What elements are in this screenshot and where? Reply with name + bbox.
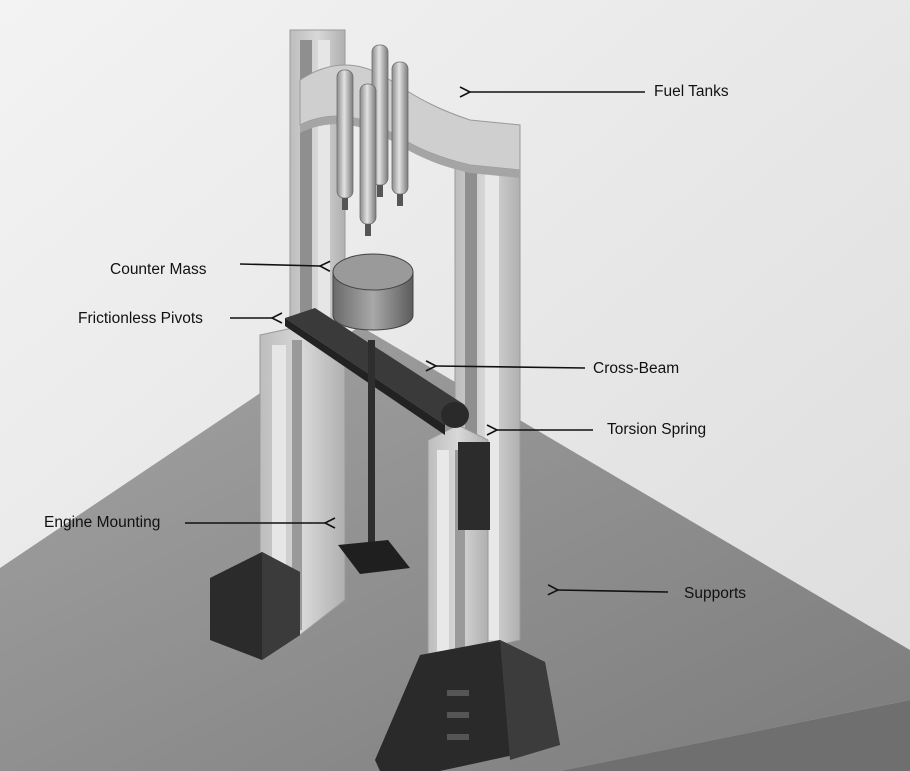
torsion-spring xyxy=(441,402,490,530)
engine-mounting xyxy=(338,340,410,574)
arrow-supports xyxy=(558,590,669,592)
label-counter-mass: Counter Mass xyxy=(110,261,207,278)
label-fuel-tanks: Fuel Tanks xyxy=(654,83,729,100)
supports xyxy=(210,552,560,771)
annotation-arrows xyxy=(185,92,669,592)
label-engine-mounting: Engine Mounting xyxy=(44,514,161,531)
label-cross-beam: Cross-Beam xyxy=(593,360,680,377)
arrow-cross-beam xyxy=(436,366,586,368)
label-frictionless-pivots: Frictionless Pivots xyxy=(78,310,203,327)
label-supports: Supports xyxy=(684,585,747,602)
fuel-tanks xyxy=(336,44,409,236)
counter-mass xyxy=(332,253,414,331)
label-torsion-spring: Torsion Spring xyxy=(607,421,707,438)
arrow-counter-mass xyxy=(239,264,320,266)
